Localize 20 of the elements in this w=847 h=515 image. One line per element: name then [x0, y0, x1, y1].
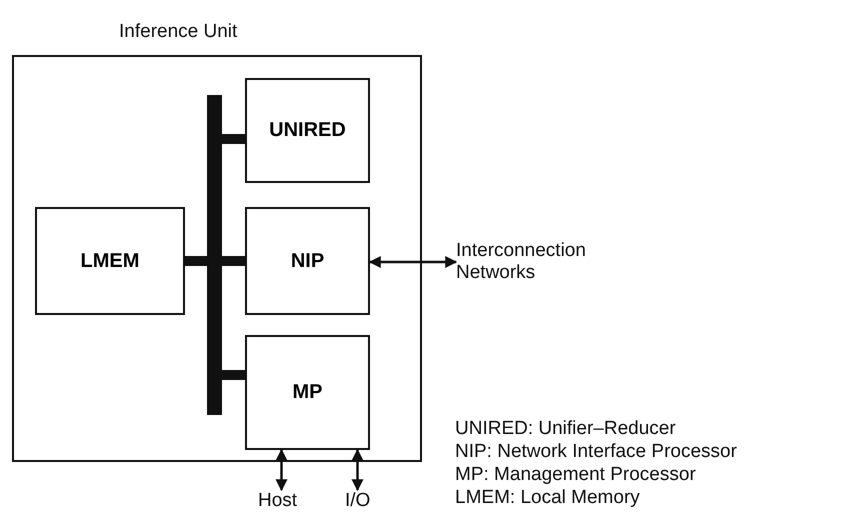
process-box: MP — [245, 335, 370, 450]
host-label: Host — [258, 490, 305, 514]
bus-connector — [222, 370, 245, 380]
network-label: Interconnection Networks — [456, 240, 616, 284]
process-box: LMEM — [35, 207, 185, 315]
bus-bar — [207, 95, 222, 415]
double-arrow — [276, 448, 288, 492]
process-box: NIP — [245, 207, 370, 315]
legend-note: LMEM: Local Memory — [455, 487, 640, 509]
double-arrow — [352, 448, 364, 492]
legend-note: NIP: Network Interface Processor — [455, 441, 737, 463]
io-label: I/O — [345, 490, 379, 514]
bus-connector — [222, 256, 245, 266]
bus-connector — [222, 134, 245, 144]
bus-connector — [185, 256, 207, 266]
process-box: UNIRED — [245, 78, 370, 183]
unit-title: Inference Unit — [119, 21, 238, 43]
legend-note: UNIRED: Unifier–Reducer — [455, 418, 676, 440]
legend-note: MP: Management Processor — [455, 464, 696, 486]
double-arrow — [368, 256, 458, 268]
